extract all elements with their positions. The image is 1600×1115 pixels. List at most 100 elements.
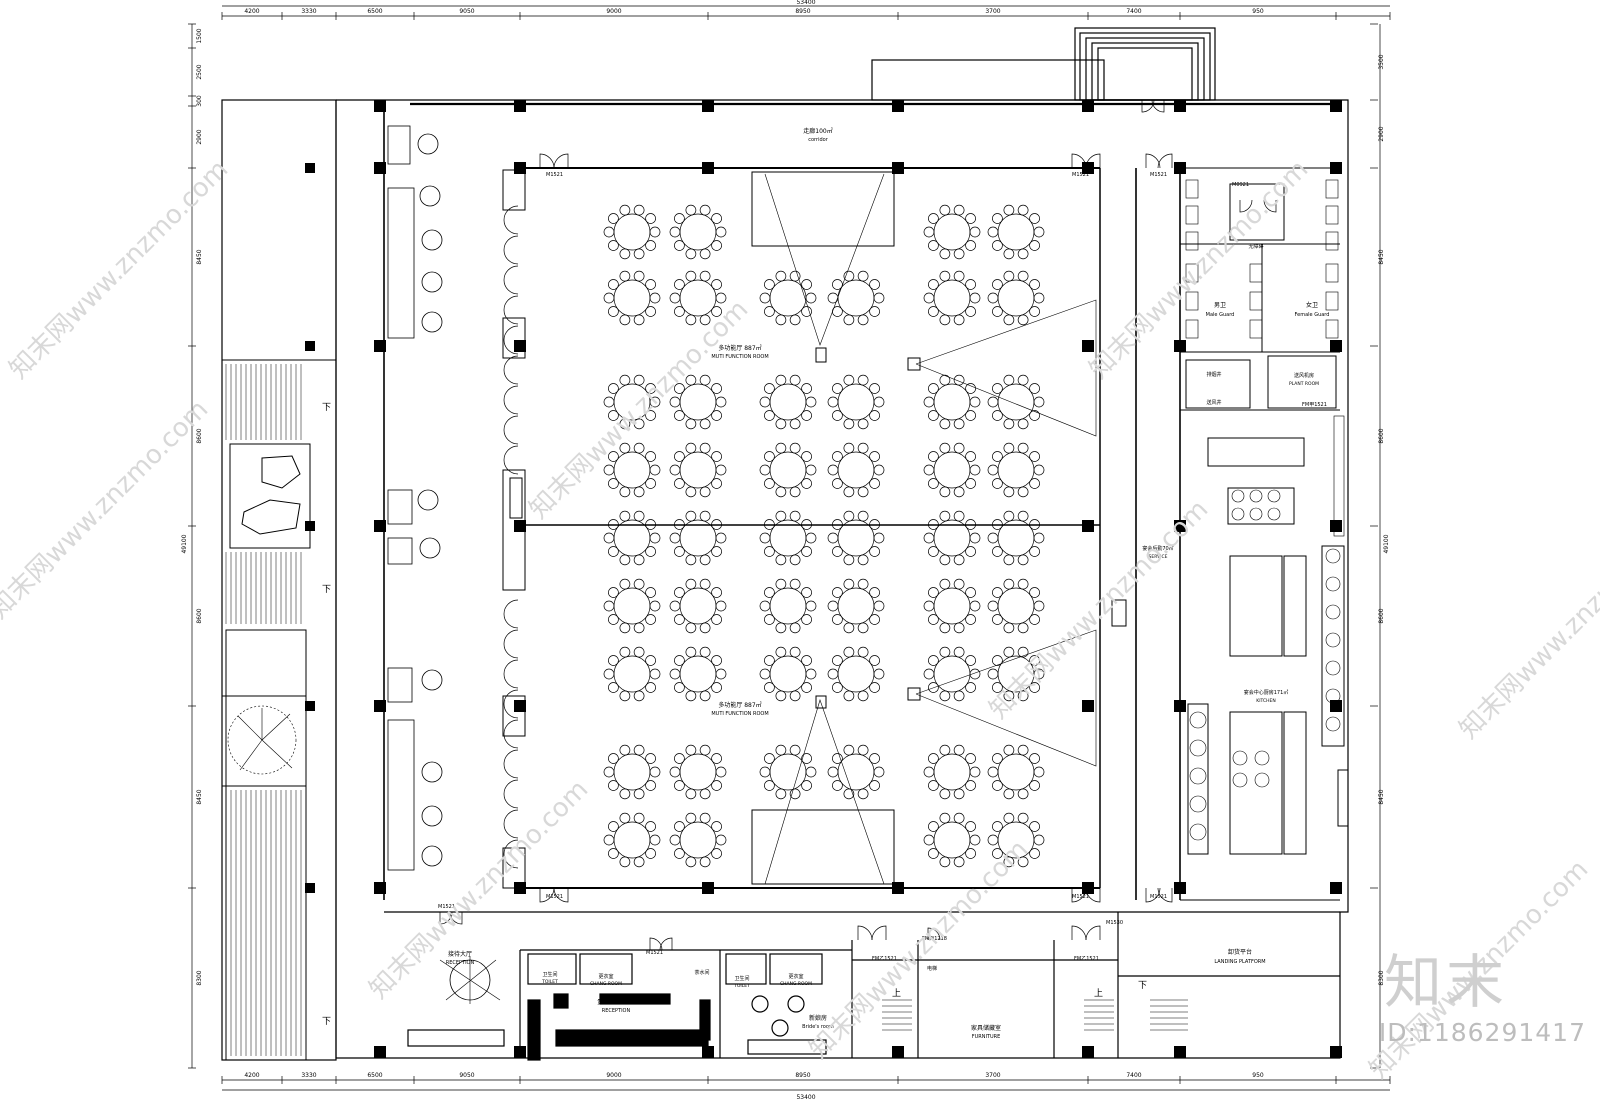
- chair: [832, 279, 843, 290]
- chair: [1003, 744, 1015, 756]
- chair: [674, 279, 685, 290]
- toilet-stall: [1185, 205, 1199, 225]
- column: [305, 521, 315, 531]
- chair: [711, 519, 722, 530]
- chair: [619, 248, 631, 260]
- chair: [1029, 655, 1040, 666]
- chair: [711, 821, 722, 832]
- column: [1330, 340, 1342, 352]
- chair: [928, 519, 939, 530]
- chair: [992, 546, 1003, 557]
- chair: [789, 510, 801, 522]
- chair: [775, 314, 787, 326]
- stair-up-label: 上: [892, 988, 901, 999]
- chair: [789, 578, 801, 590]
- chair: [1017, 510, 1029, 522]
- chair: [674, 848, 685, 859]
- dimension-label: 2500: [196, 64, 203, 79]
- chair: [764, 546, 775, 557]
- round-table: [603, 204, 661, 260]
- dimension-label: 8450: [196, 789, 203, 804]
- table-top: [679, 821, 717, 859]
- chair: [928, 682, 939, 693]
- table-top: [837, 753, 875, 791]
- chair: [843, 554, 855, 566]
- table-top: [933, 821, 971, 859]
- toilet1-label-en: TOILET: [541, 979, 558, 985]
- chair: [827, 668, 839, 680]
- chair: [645, 780, 656, 791]
- chair: [699, 744, 711, 756]
- chair: [685, 418, 697, 430]
- chair: [685, 554, 697, 566]
- chair: [969, 766, 981, 778]
- chair: [699, 270, 711, 282]
- change2-label-en: CHANG ROOM: [780, 981, 812, 987]
- dimension-lines: [188, 5, 1391, 1091]
- table-top: [769, 279, 807, 317]
- chair: [674, 682, 685, 693]
- chair: [645, 240, 656, 251]
- dimension-label: 9000: [606, 8, 621, 15]
- chair: [711, 306, 722, 317]
- partition-arch: [503, 355, 519, 385]
- chair: [928, 848, 939, 859]
- chair: [805, 396, 817, 408]
- door-code: M1521: [1150, 172, 1167, 178]
- chair: [801, 682, 812, 693]
- reception-hall-label-cn: 接待大厅: [448, 950, 472, 958]
- chair: [674, 306, 685, 317]
- chair: [711, 780, 722, 791]
- chair: [699, 622, 711, 634]
- chair: [869, 478, 880, 489]
- table-top: [933, 587, 971, 625]
- round-table: [669, 578, 727, 634]
- chair: [992, 306, 1003, 317]
- chair: [1017, 578, 1029, 590]
- chair: [789, 442, 801, 454]
- corridor-label-cn: 走廊100㎡: [803, 127, 832, 135]
- chair: [674, 655, 685, 666]
- chair: [674, 614, 685, 625]
- burner: [1267, 489, 1281, 503]
- table-top: [837, 587, 875, 625]
- chair: [965, 546, 976, 557]
- chair: [789, 690, 801, 702]
- round-table: [827, 374, 885, 430]
- chair: [715, 668, 727, 680]
- dimension-label: 3330: [301, 8, 316, 15]
- chair: [1029, 780, 1040, 791]
- chair: [669, 532, 681, 544]
- door-code: FM乙1521: [1074, 955, 1099, 962]
- table-top: [997, 587, 1035, 625]
- chair: [873, 532, 885, 544]
- chair: [857, 374, 869, 386]
- chair: [608, 655, 619, 666]
- partition-arch: [503, 659, 519, 689]
- chair: [953, 646, 965, 658]
- chair: [674, 451, 685, 462]
- chair: [608, 614, 619, 625]
- chair: [801, 546, 812, 557]
- chair: [759, 396, 771, 408]
- stock-pot: [1325, 716, 1341, 732]
- column: [1174, 1046, 1186, 1058]
- chair: [645, 519, 656, 530]
- landing-label-en: LANDING PLATFORM: [1214, 959, 1265, 965]
- stock-pot: [1325, 604, 1341, 620]
- chair: [1017, 442, 1029, 454]
- partition-arch: [503, 629, 519, 659]
- chair: [939, 314, 951, 326]
- chair: [857, 510, 869, 522]
- toilet-stall: [1325, 231, 1339, 251]
- table-top: [613, 279, 651, 317]
- chair: [645, 383, 656, 394]
- door-swing: [1071, 887, 1087, 903]
- door-swing: [1085, 925, 1101, 941]
- dimension-label: 9050: [459, 8, 474, 15]
- table-top: [613, 821, 651, 859]
- door-swing: [1263, 199, 1277, 213]
- chair: [923, 834, 935, 846]
- round-table: [603, 578, 661, 634]
- chair: [965, 587, 976, 598]
